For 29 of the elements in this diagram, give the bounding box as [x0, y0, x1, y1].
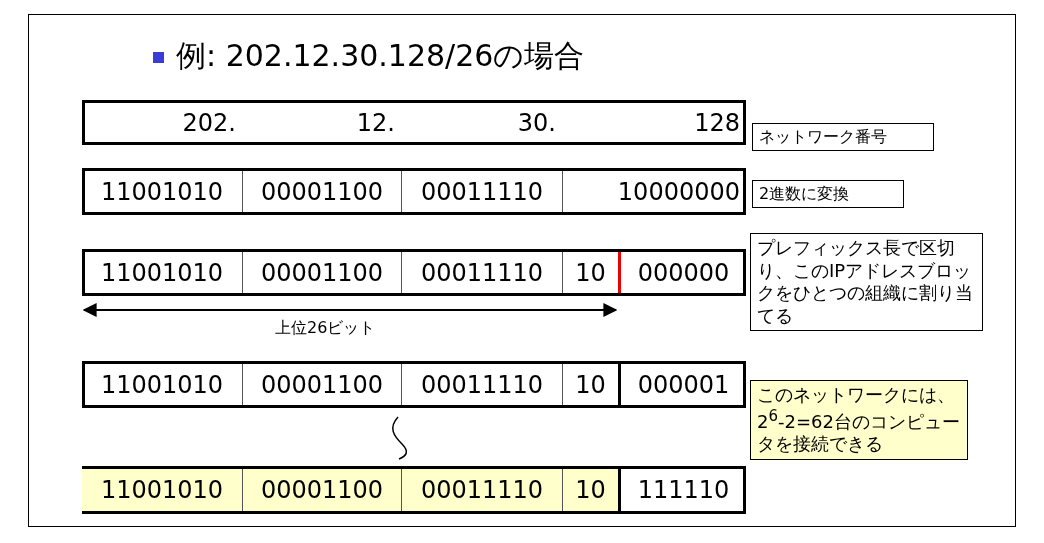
bit-field: 00001100: [242, 171, 401, 212]
bit-field: 00011110: [401, 364, 562, 405]
bit-field: 00011110: [401, 171, 562, 212]
note-box: プレフィックス長で区切り、このIPアドレスブロックをひとつの組織に割り当てる: [750, 233, 983, 331]
title: 例: 202.12.30.128/26の場合: [176, 37, 585, 75]
note-box: このネットワークには、2$^{6}$-2=62台のコンピュータを接続できる: [750, 380, 968, 460]
bit-field: 000000: [618, 252, 746, 293]
bit-field: 10: [562, 469, 618, 511]
bit-field: 11001010: [82, 252, 242, 293]
bit-field: 00011110: [401, 469, 562, 511]
bit-field: 000001: [618, 364, 746, 405]
note-box: 2進数に変換: [752, 180, 904, 208]
bit-field: 10000000: [562, 171, 746, 212]
bit-field: 00001100: [242, 252, 401, 293]
dimension-label: 上位26ビット: [275, 318, 376, 339]
bit-field: 111110: [618, 469, 746, 511]
bit-field: 00001100: [242, 469, 401, 511]
bit-field: 10: [562, 252, 618, 293]
bit-field: 10: [562, 364, 618, 405]
octet-value: 12.: [355, 107, 396, 139]
note-box: ネットワーク番号: [752, 123, 934, 151]
bit-field: 11001010: [82, 364, 242, 405]
octet-value: 202.: [181, 107, 237, 139]
bit-field: 00001100: [242, 364, 401, 405]
bit-field: 00011110: [401, 252, 562, 293]
bit-field: 11001010: [82, 171, 242, 212]
bit-field: 11001010: [82, 469, 242, 511]
octet-value: 128: [693, 107, 741, 139]
octet-value: 30.: [516, 107, 557, 139]
